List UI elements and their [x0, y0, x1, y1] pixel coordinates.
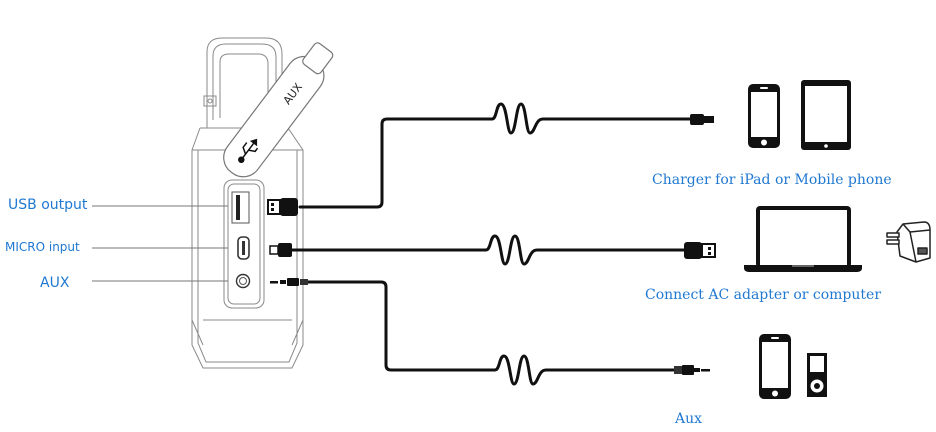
carabiner-hook [203, 37, 283, 128]
aux-port [235, 273, 251, 289]
micro-input-port [237, 236, 250, 260]
micro-usb-plug-icon [269, 243, 292, 257]
laptop-icon [744, 206, 862, 272]
mp3-player-icon [807, 353, 827, 397]
usb-output-cable [298, 102, 694, 209]
aux-plug-icon [270, 278, 308, 286]
micro-input-label: MICRO input [5, 240, 80, 254]
connectors [267, 114, 716, 375]
usb-a-plug-icon [267, 198, 298, 216]
lightning-plug-icon [690, 114, 714, 125]
tablet-icon [801, 80, 851, 150]
leader-lines [92, 205, 228, 282]
cables [290, 102, 694, 386]
target-devices [744, 80, 931, 399]
smartphone-icon [759, 334, 791, 399]
usb-symbol-icon [238, 138, 259, 163]
usb-a-plug-end-icon [684, 242, 716, 259]
speaker-body [191, 127, 304, 369]
ac-adapter-icon [886, 221, 931, 263]
speaker-device: AUX [191, 37, 334, 369]
rubber-cover: AUX [223, 42, 334, 178]
port-panel [223, 179, 265, 309]
usb-output-label: USB output [8, 197, 88, 213]
aux-port-label: AUX [40, 275, 70, 291]
aux-plug-end-icon [674, 365, 710, 375]
smartphone-icon [748, 84, 780, 148]
micro-input-cable [290, 234, 688, 266]
caption-aux: Aux [675, 411, 703, 427]
caption-micro-input: Connect AC adapter or computer [645, 287, 882, 303]
aux-cable [306, 280, 678, 386]
caption-usb-output: Charger for iPad or Mobile phone [652, 172, 892, 188]
usb-output-port [231, 191, 250, 224]
